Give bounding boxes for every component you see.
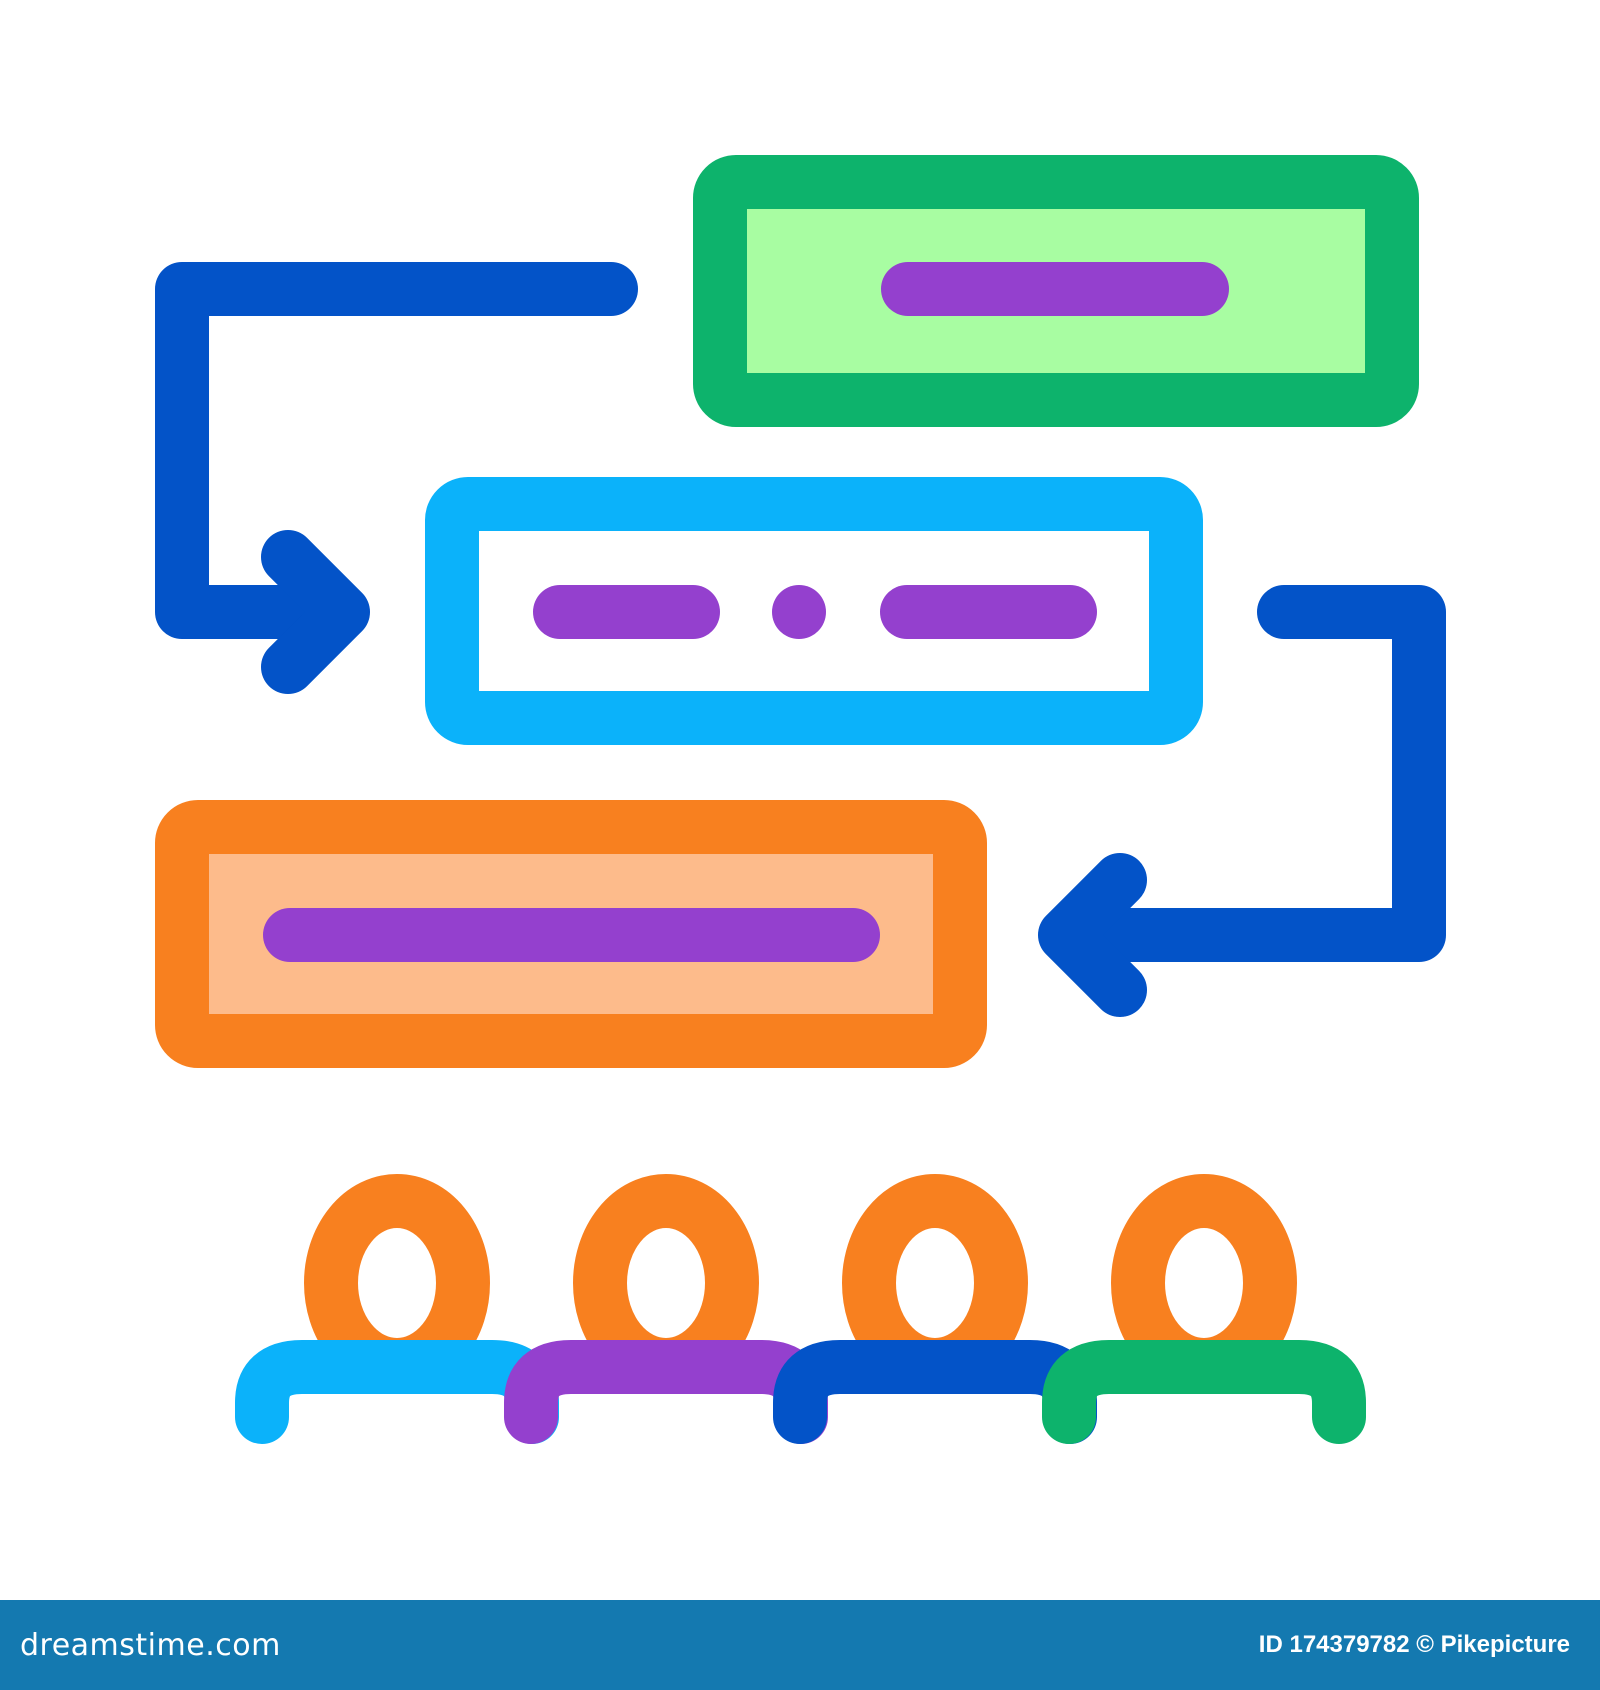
person-2-shoulders (504, 1340, 828, 1444)
middle-box-dot (772, 585, 826, 639)
arrow-top-to-middle-icon (155, 262, 638, 694)
top-process-box (693, 155, 1419, 427)
bottom-process-box (155, 800, 987, 1068)
person-4-shoulders (1042, 1340, 1366, 1444)
workflow-team-illustration (155, 155, 1446, 1444)
team-of-four-people-icon (235, 1174, 1366, 1444)
arrow-middle-to-bottom-icon (1038, 585, 1446, 1017)
person-3-shoulders (773, 1340, 1097, 1444)
watermark-footer-bar: dreamstime.com ID 174379782 © Pikepictur… (0, 1600, 1600, 1690)
image-credit: ID 174379782 © Pikepicture (1258, 1631, 1570, 1658)
person-1-shoulders (235, 1340, 559, 1444)
watermark-logo: dreamstime.com (20, 1627, 281, 1663)
middle-process-box (425, 477, 1203, 745)
